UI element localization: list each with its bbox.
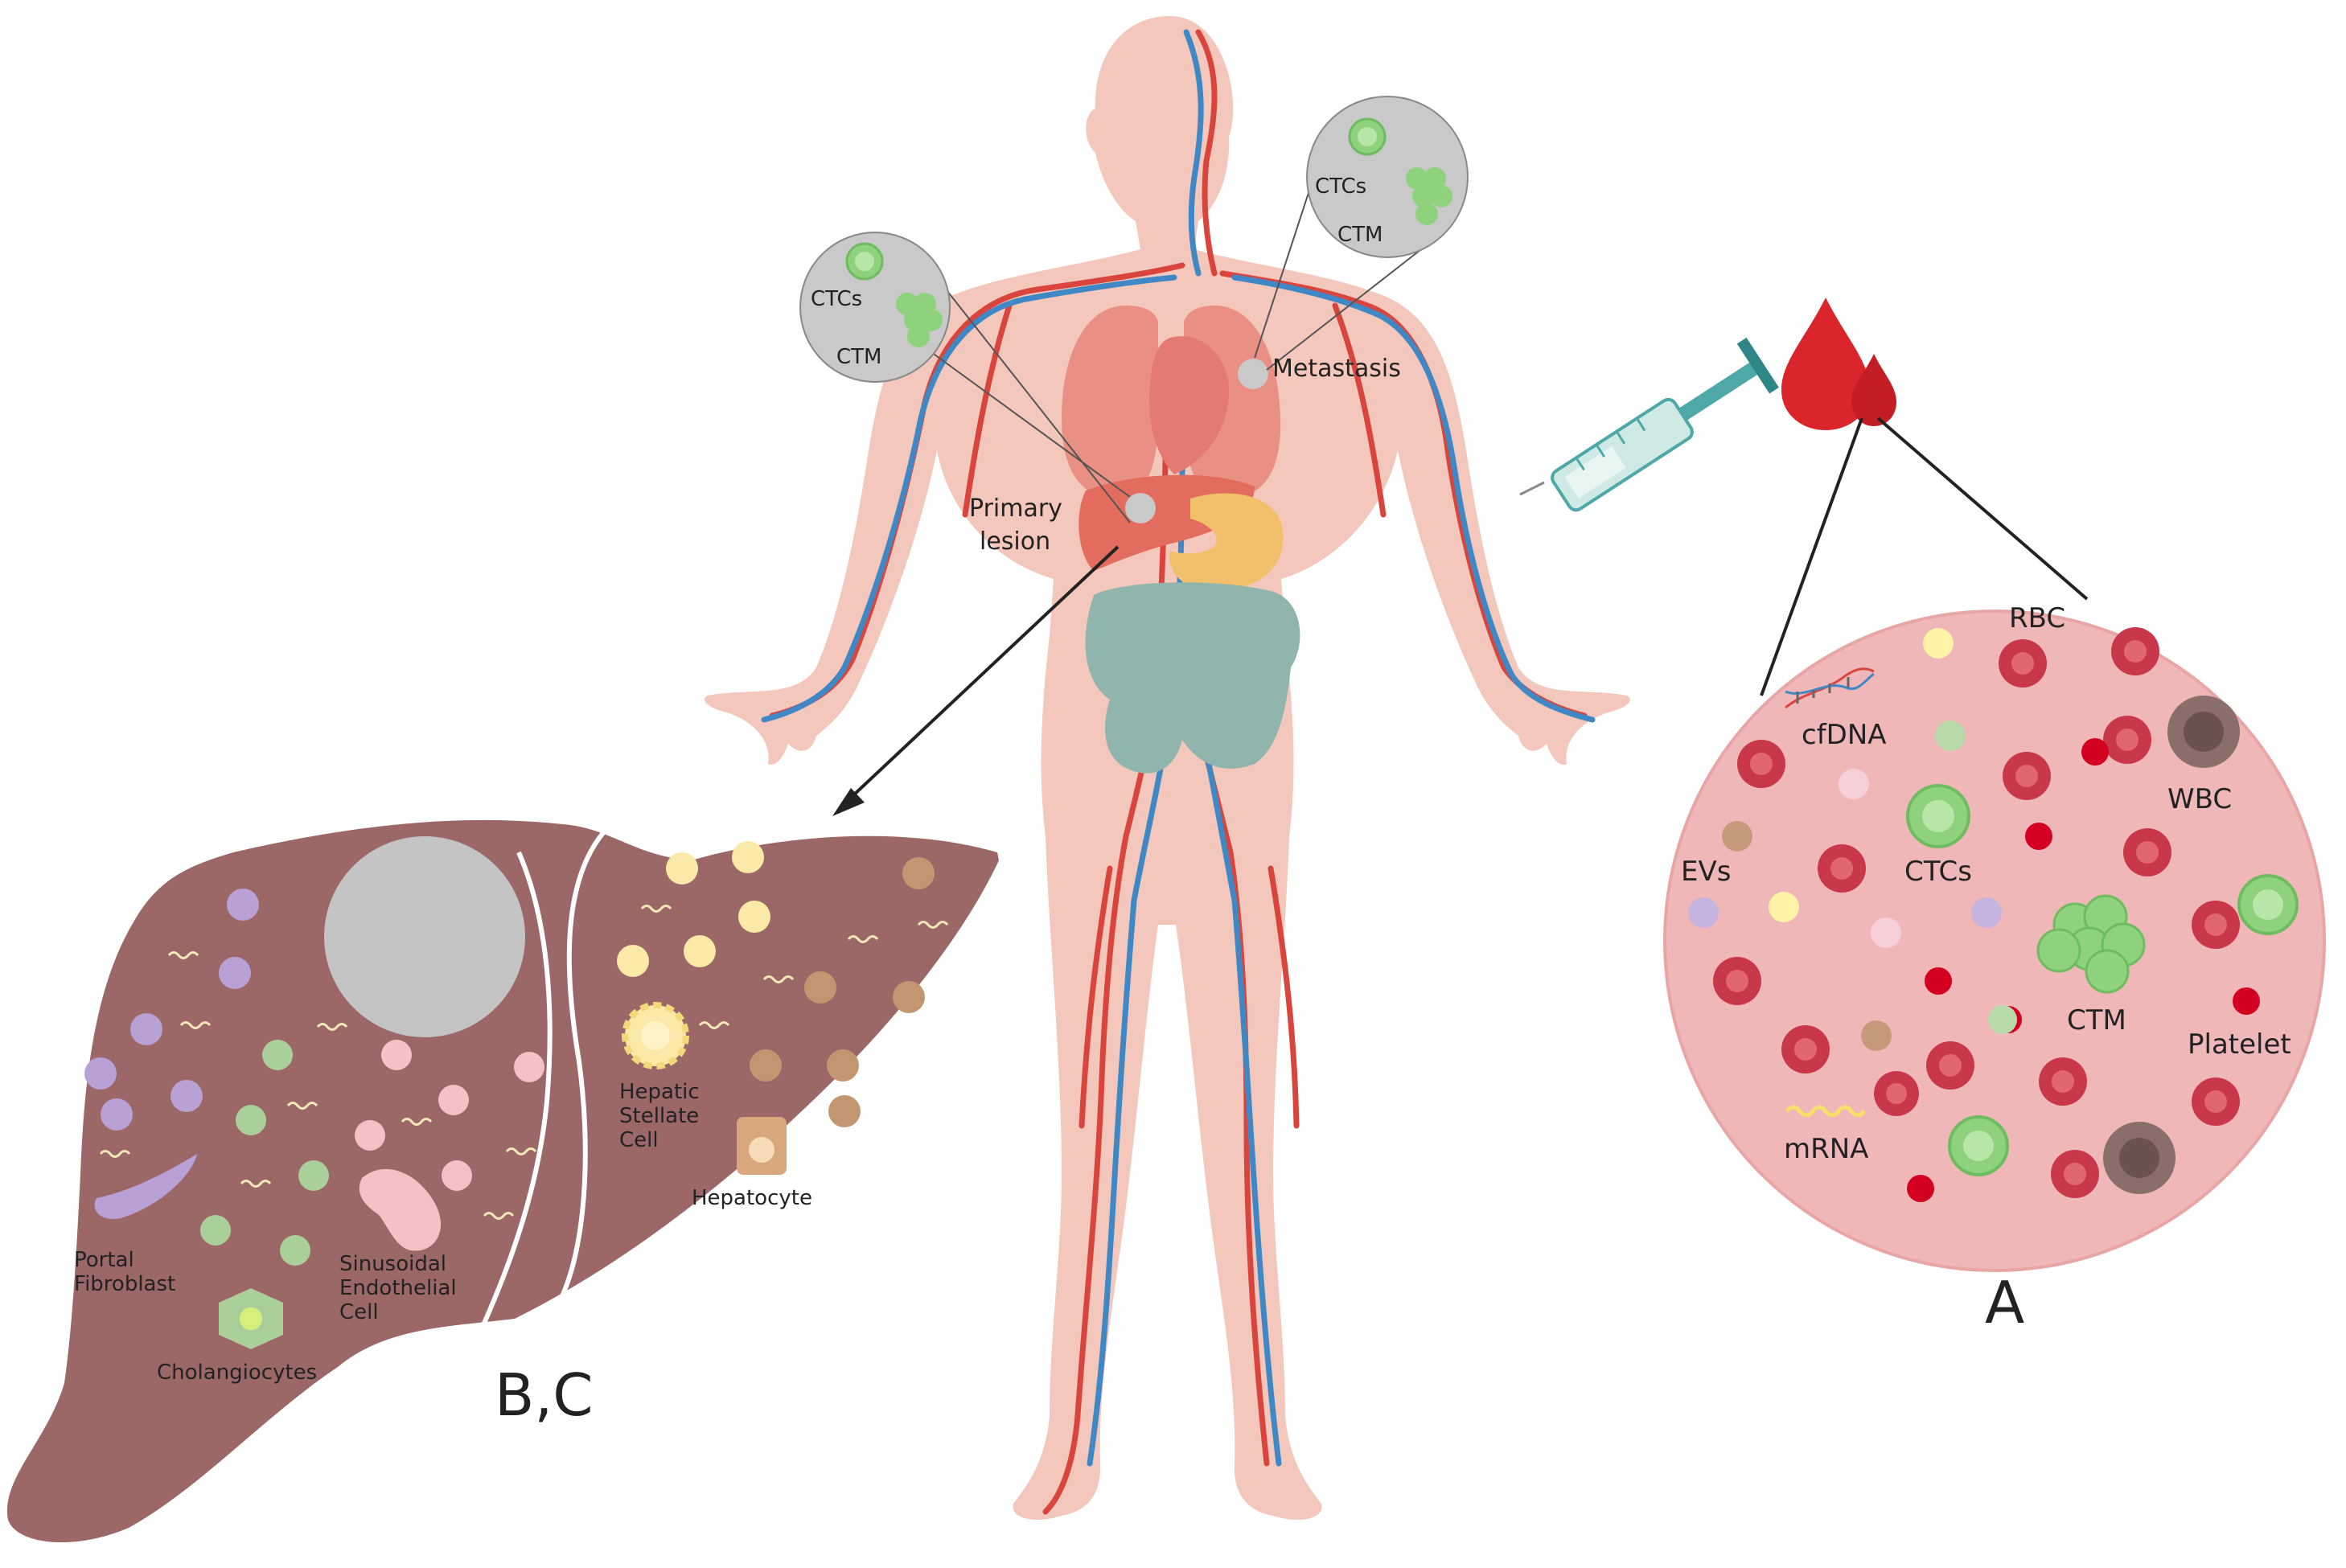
metastasis-label: Metastasis <box>1272 355 1401 383</box>
primary-lesion-site <box>1125 493 1156 523</box>
mrna-label: mRNA <box>1784 1133 1868 1165</box>
hepatocyte-icon <box>737 1117 787 1175</box>
platelet-label: Platelet <box>2188 1028 2291 1061</box>
ctm-label-top: CTM <box>1337 223 1383 247</box>
mrna-icon <box>1785 1105 1866 1118</box>
purple-cells <box>84 889 259 1131</box>
ctc-cells <box>1906 784 2299 1176</box>
cholangiocytes-label: Cholangiocytes <box>157 1361 317 1385</box>
pink-cells <box>355 1040 544 1191</box>
brown-cells <box>750 857 935 1127</box>
human-body <box>705 16 1630 1520</box>
blood-sample-circle: RBC cfDNA WBC EVs CTCs CTM Platelet mRNA <box>1663 602 2326 1272</box>
liver-section: Portal Fibroblast Sinusoidal Endothelial… <box>6 819 1000 1543</box>
primary-lesion-label-2: lesion <box>980 527 1050 556</box>
ctcs-label-blood: CTCs <box>1904 856 1972 888</box>
lesion-circle <box>324 836 525 1037</box>
sinusoidal-label-2: Endothelial <box>339 1276 457 1300</box>
wbc-cells <box>2103 696 2240 1194</box>
blood-drop-icon <box>1781 298 1896 430</box>
body-silhouette <box>705 16 1630 1520</box>
portal-fibroblast-shape <box>94 1154 197 1219</box>
hepatic-stellate-cell-icon <box>622 1002 689 1069</box>
wbc-label: WBC <box>2167 783 2232 815</box>
primary-lesion-label-1: Primary <box>969 495 1062 523</box>
stellate-label-2: Stellate <box>619 1104 699 1128</box>
evs-label: EVs <box>1681 856 1731 888</box>
sinusoidal-label-3: Cell <box>339 1300 379 1324</box>
portal-fibroblast-label-2: Fibroblast <box>74 1272 175 1296</box>
ctm-label-blood: CTM <box>2067 1004 2126 1036</box>
sinusoidal-cell-shape <box>359 1168 442 1251</box>
green-cells <box>200 1040 329 1266</box>
ctm-cluster <box>2036 894 2146 994</box>
rbc-label: RBC <box>2009 602 2065 634</box>
rbc-cells <box>1713 627 2240 1198</box>
ctcs-label-top: CTCs <box>1315 174 1366 199</box>
metastasis-site <box>1238 359 1268 389</box>
arrow-to-liver <box>832 545 1120 816</box>
yellow-cells <box>617 841 770 977</box>
syringe-icon <box>1519 337 1779 512</box>
stellate-label-1: Hepatic <box>619 1080 700 1104</box>
ctm-label-left: CTM <box>836 345 881 369</box>
lung-left <box>1062 306 1158 499</box>
panel-a-label: A <box>1985 1269 2024 1336</box>
panel-bc-label: B,C <box>495 1361 594 1429</box>
ctc-callout-left: CTCs CTM <box>799 232 951 383</box>
liver-lobe-divider <box>553 826 610 1312</box>
cfdna-label: cfDNA <box>1802 719 1887 751</box>
zoom-connectors <box>1760 417 2089 696</box>
heart <box>1149 336 1230 474</box>
portal-fibroblast-label-1: Portal <box>74 1248 134 1272</box>
stomach <box>1169 493 1284 591</box>
sinusoidal-label-1: Sinusoidal <box>339 1252 446 1276</box>
intestines <box>1085 582 1300 774</box>
cfdna-icon <box>1785 667 1875 709</box>
ctcs-label-left: CTCs <box>811 287 862 311</box>
squiggles <box>99 905 949 1220</box>
particles <box>1688 628 2017 1051</box>
liver-outline <box>6 819 1000 1543</box>
stellate-label-3: Cell <box>619 1128 659 1152</box>
blood-vessels <box>761 29 1596 1515</box>
hepatocyte-label: Hepatocyte <box>692 1186 812 1210</box>
ctc-callout-top: CTCs CTM <box>1306 96 1469 258</box>
